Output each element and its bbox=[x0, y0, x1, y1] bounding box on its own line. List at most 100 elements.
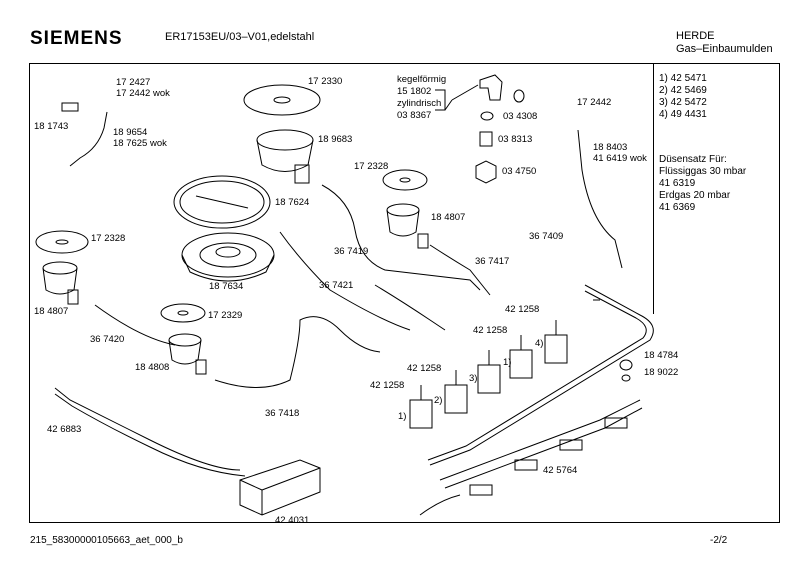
washer-034308 bbox=[480, 111, 494, 121]
label-367417: 36 7417 bbox=[475, 256, 510, 267]
label-181743: 18 1743 bbox=[34, 121, 69, 132]
label-421258-b: 42 1258 bbox=[473, 325, 508, 336]
nozzle-ng-part: 41 6369 bbox=[659, 202, 696, 213]
label-189683: 18 9683 bbox=[318, 134, 353, 145]
trivet-ring-187624 bbox=[173, 175, 271, 229]
pipe-367420 bbox=[94, 304, 176, 346]
burner-cap-172330 bbox=[243, 84, 321, 116]
brand-logo: SIEMENS bbox=[30, 28, 123, 49]
note-4: 4) 49 4431 bbox=[659, 109, 707, 120]
burner-base-184807 bbox=[386, 203, 429, 249]
label-172330: 17 2330 bbox=[308, 76, 343, 87]
wok-burner-187634 bbox=[181, 232, 275, 282]
burner-base-189683 bbox=[256, 129, 314, 184]
label-184807: 18 4807 bbox=[431, 212, 466, 223]
label-172442-wok: 17 2442 wok bbox=[116, 88, 170, 99]
label-184784: 18 4784 bbox=[644, 350, 679, 361]
nozzle-set-title: Düsensatz Für: bbox=[659, 154, 727, 165]
label-184808: 18 4808 bbox=[135, 362, 170, 373]
thermocouple-189654 bbox=[69, 111, 108, 167]
ignition-switches bbox=[469, 417, 628, 496]
nozzle-set-note: Düsensatz Für: Flüssiggas 30 mbar 41 631… bbox=[659, 154, 746, 214]
label-421258-d: 42 1258 bbox=[370, 380, 405, 391]
label-367409: 36 7409 bbox=[529, 231, 564, 242]
maker-label: HERDE bbox=[676, 30, 715, 42]
label-variant-3: 3) bbox=[469, 373, 478, 384]
label-034750: 03 4750 bbox=[502, 166, 537, 177]
label-variant-2: 2) bbox=[434, 395, 443, 406]
spring-189022 bbox=[621, 374, 631, 382]
pipe-367418 bbox=[214, 316, 381, 388]
document-id: 215_58300000105663_aet_000_b bbox=[30, 535, 183, 546]
drawing-frame bbox=[29, 63, 780, 523]
label-426883: 42 6883 bbox=[47, 424, 82, 435]
label-variant-4: 4) bbox=[535, 338, 544, 349]
burner-base-184807-left bbox=[42, 261, 79, 305]
header-category: HERDE Gas–Einbaumulden bbox=[676, 30, 773, 56]
injector-elbow-151802 bbox=[479, 74, 503, 101]
label-421258-c: 42 1258 bbox=[407, 363, 442, 374]
label-038313: 03 8313 bbox=[498, 134, 533, 145]
nut-034750 bbox=[475, 160, 497, 184]
model-number: ER17153EU/03–V01,edelstahl bbox=[165, 31, 315, 43]
nozzle-038313 bbox=[479, 131, 493, 147]
label-184807-left: 18 4807 bbox=[34, 306, 69, 317]
variant-notes: 1) 42 5471 2) 42 5469 3) 42 5472 4) 49 4… bbox=[659, 73, 707, 121]
note-2: 2) 42 5469 bbox=[659, 85, 707, 96]
nozzle-lpg: Flüssiggas 30 mbar bbox=[659, 166, 747, 177]
label-367419: 36 7419 bbox=[334, 246, 369, 257]
label-367418: 36 7418 bbox=[265, 408, 300, 419]
label-187625-wok: 18 7625 wok bbox=[113, 138, 167, 149]
burner-cap-172328 bbox=[382, 169, 428, 191]
label-172442: 17 2442 bbox=[577, 97, 612, 108]
wire-harness-426883-b bbox=[54, 393, 246, 477]
bracket-181743 bbox=[61, 102, 79, 112]
label-zylindrisch: zylindrisch bbox=[397, 98, 442, 109]
label-187634: 18 7634 bbox=[209, 281, 244, 292]
gas-valve-1 bbox=[409, 385, 433, 429]
pipe-367409-inner bbox=[427, 290, 647, 461]
label-189022: 18 9022 bbox=[644, 367, 679, 378]
pipe-367409 bbox=[429, 284, 654, 466]
burner-cap-172329 bbox=[160, 303, 206, 323]
nozzle-ng: Erdgas 20 mbar bbox=[659, 190, 731, 201]
gas-valve-2 bbox=[444, 370, 468, 414]
pipe-367419 bbox=[321, 184, 481, 291]
page-number: -2/2 bbox=[710, 535, 728, 546]
label-367421: 36 7421 bbox=[319, 280, 354, 291]
ignition-switch-harness-425764 bbox=[419, 399, 643, 516]
thermocouple-188403 bbox=[577, 129, 623, 269]
label-421258-a: 42 1258 bbox=[505, 304, 540, 315]
label-034308: 03 4308 bbox=[503, 111, 538, 122]
pipe-367421 bbox=[279, 231, 411, 331]
label-425764: 42 5764 bbox=[543, 465, 578, 476]
note-3: 3) 42 5472 bbox=[659, 97, 707, 108]
grommet-184784 bbox=[619, 359, 633, 371]
label-424031: 42 4031 bbox=[275, 515, 310, 526]
gas-valve-4 bbox=[509, 335, 533, 379]
label-172427: 17 2427 bbox=[116, 77, 151, 88]
label-172329: 17 2329 bbox=[208, 310, 243, 321]
label-variant-1a: 1) bbox=[503, 357, 512, 368]
label-172328-left: 17 2328 bbox=[91, 233, 126, 244]
pipe-367421-b bbox=[374, 284, 446, 331]
gas-valve-5 bbox=[544, 320, 568, 364]
label-188403: 18 8403 bbox=[593, 142, 628, 153]
pipe-367417 bbox=[429, 244, 491, 296]
bracket-158 bbox=[435, 89, 446, 111]
label-172328: 17 2328 bbox=[354, 161, 389, 172]
label-367420: 36 7420 bbox=[90, 334, 125, 345]
label-038367: 03 8367 bbox=[397, 110, 432, 121]
nozzle-lpg-part: 41 6319 bbox=[659, 178, 696, 189]
wire-harness-426883 bbox=[54, 387, 241, 471]
category-label: Gas–Einbaumulden bbox=[676, 43, 773, 55]
legend-divider bbox=[653, 64, 654, 314]
label-416419-wok: 41 6419 wok bbox=[593, 153, 647, 164]
label-151802: 15 1802 bbox=[397, 86, 432, 97]
burner-cap-172328-left bbox=[35, 230, 89, 254]
note-1: 1) 42 5471 bbox=[659, 73, 707, 84]
label-187624: 18 7624 bbox=[275, 197, 310, 208]
ignition-unit-424031 bbox=[239, 459, 321, 516]
label-189654: 18 9654 bbox=[113, 127, 148, 138]
